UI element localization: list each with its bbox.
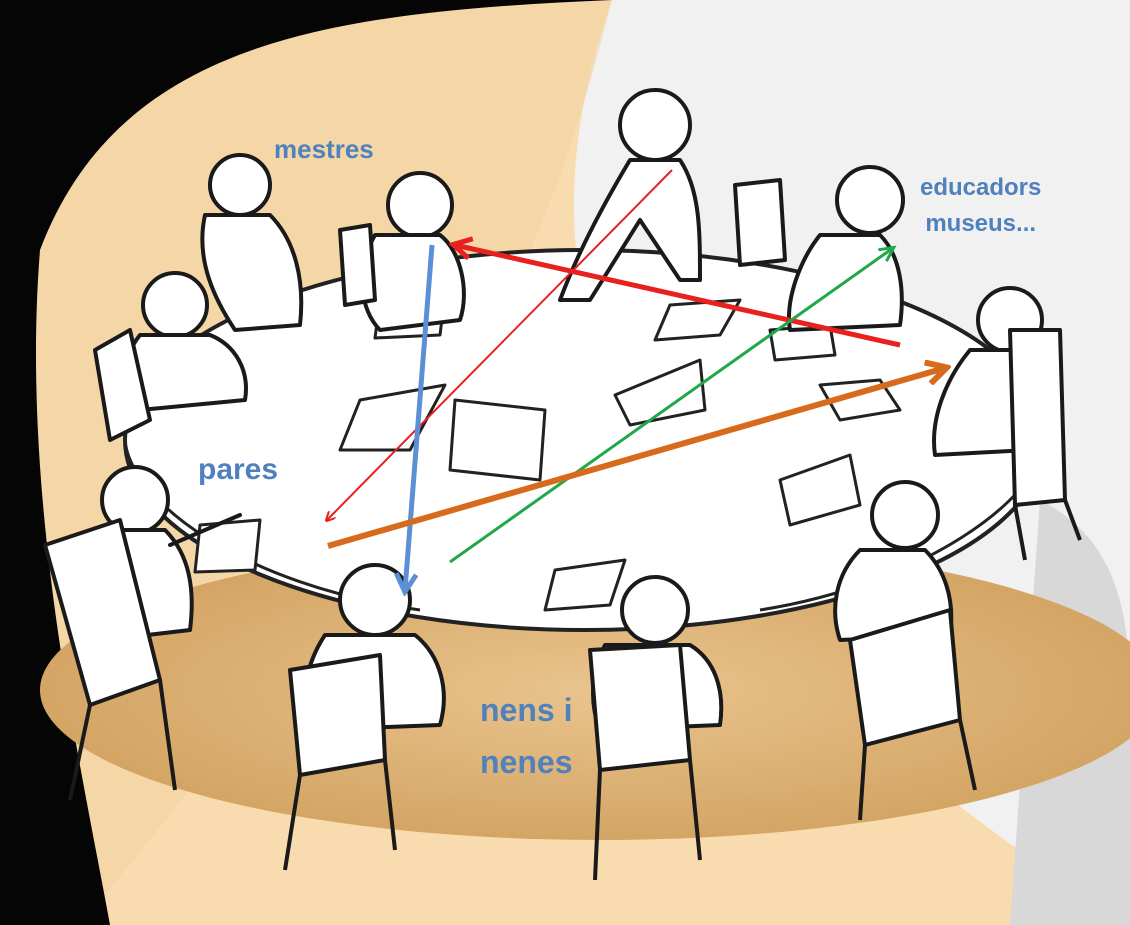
background-dark-corner [0, 0, 612, 925]
label-pares: pares [198, 452, 278, 488]
person-left-writing [123, 271, 248, 412]
label-educadors-line2: museus... [925, 210, 1037, 237]
arrows [327, 169, 945, 590]
label-educadors-line1: educadors [920, 174, 1042, 201]
person-mestres [360, 171, 466, 332]
orange-arrow [327, 368, 945, 549]
blue-arrow [405, 244, 435, 590]
green-arrow [449, 248, 893, 564]
red-thick-arrow [455, 245, 901, 348]
label-pares-text: pares [198, 453, 279, 486]
label-mestres-text: mestres [274, 134, 374, 164]
person-standing-center [558, 88, 702, 302]
chairs [43, 178, 1082, 881]
label-educadors: educadors museus... [920, 170, 1041, 242]
label-nens: nens i nenes [480, 684, 572, 788]
label-mestres: mestres [274, 134, 374, 165]
label-nens-line2: nenes [480, 744, 573, 780]
person-standing-left [200, 153, 304, 332]
label-nens-line1: nens i [480, 692, 573, 728]
red-thin-arrow [327, 169, 673, 520]
